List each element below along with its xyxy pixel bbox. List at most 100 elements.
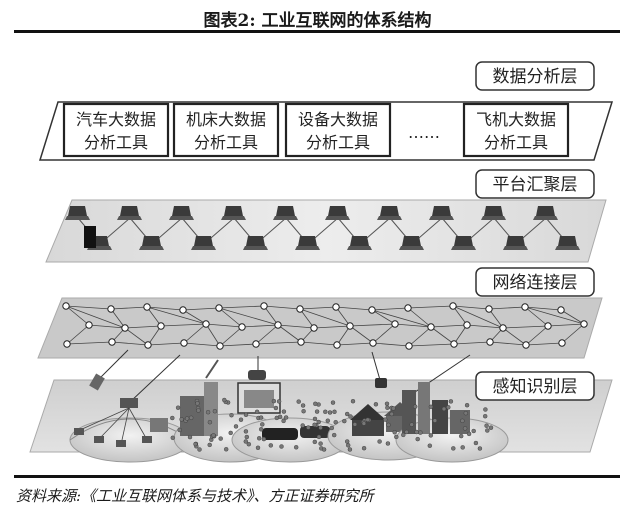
laptop-icon [399, 236, 424, 250]
svg-text:网络连接层: 网络连接层 [493, 273, 578, 293]
network-link [219, 343, 257, 347]
network-link [408, 326, 432, 347]
sensor-dot [312, 422, 317, 427]
sensor-dot [462, 426, 468, 431]
laptop-icon [325, 206, 350, 220]
network-node [260, 302, 268, 310]
sensor-dot [170, 415, 175, 421]
network-link [349, 323, 396, 327]
sensor-dot [313, 401, 318, 406]
network-node [238, 323, 246, 331]
network-node [62, 302, 70, 310]
sensor-dot [258, 415, 264, 420]
network-link [452, 305, 490, 310]
network-link [371, 307, 409, 311]
network-link [335, 306, 373, 311]
network-node [485, 305, 493, 313]
sensor-dot [473, 440, 479, 446]
network-node [580, 320, 588, 328]
network-node [544, 322, 552, 330]
sensor-dot [257, 436, 262, 441]
sensor-dot [222, 397, 227, 403]
tool-box-auto: 汽车大数据 分析工具 [62, 102, 170, 158]
network-link [110, 306, 148, 310]
network-link [183, 342, 221, 347]
network-link [430, 326, 455, 345]
sensor-dot [385, 441, 391, 446]
sensor-dot [346, 443, 351, 448]
sensor-dot [464, 403, 470, 408]
svg-text:汽车大数据: 汽车大数据 [76, 110, 156, 129]
network-node [558, 339, 566, 347]
sensor-dot [306, 425, 311, 430]
network-link [489, 341, 527, 346]
figure-title: 图表2: 工业互联网的体系结构 [203, 11, 432, 31]
network-link [182, 309, 207, 325]
network-node [486, 338, 494, 346]
network-link [560, 309, 585, 325]
network-link [525, 342, 563, 346]
sensor-dot [276, 399, 282, 404]
sensor-dot [312, 416, 318, 422]
network-link [407, 305, 454, 309]
network-node [391, 320, 399, 328]
network-link [502, 327, 527, 346]
sensor-dot [448, 399, 454, 404]
sensor-dot [361, 446, 367, 451]
sensor-dot [483, 407, 488, 412]
sensor-dot [361, 421, 367, 426]
sensor-dot [175, 405, 181, 410]
network-link [146, 306, 207, 325]
sensor-dot [373, 402, 379, 407]
network-link [183, 323, 207, 344]
sensor-dot [413, 404, 418, 409]
sensor-dot [441, 406, 447, 412]
network-link [66, 341, 113, 345]
sensor-dot [459, 433, 464, 439]
layer-label-platform: 平台汇聚层 [475, 169, 595, 199]
sensor-dot [246, 442, 252, 447]
network-link [255, 324, 279, 345]
tool-box-equipment: 设备大数据 分析工具 [284, 102, 392, 158]
network-link [335, 306, 351, 327]
svg-text:分析工具: 分析工具 [84, 133, 148, 152]
laptop-icon [273, 206, 298, 220]
network-link [452, 305, 504, 329]
sensor-dot [294, 445, 299, 450]
bottom-rule [14, 475, 620, 478]
network-node [310, 324, 318, 332]
laptop-icon [533, 206, 558, 220]
sensor-dot [345, 439, 350, 444]
network-link [524, 306, 562, 311]
network-node [296, 305, 304, 313]
sensing-devices [170, 397, 494, 452]
network-node [450, 340, 458, 348]
network-link [313, 325, 351, 329]
sensor-dot [385, 405, 390, 410]
sensor-dot [428, 433, 433, 438]
network-link [205, 323, 221, 347]
sensor-dot [383, 417, 388, 422]
sensor-dot [329, 425, 334, 431]
network-link [394, 323, 432, 328]
network-node [252, 340, 260, 348]
network-node [521, 303, 529, 311]
network-node [522, 341, 530, 349]
source-note: 资料来源:《工业互联网体系与技术》、方正证券研究所 [16, 487, 374, 505]
network-node [332, 303, 340, 311]
network-link [124, 327, 149, 346]
network-link [111, 341, 149, 346]
svg-text:数据分析层: 数据分析层 [493, 67, 578, 87]
network-node [274, 321, 282, 329]
laptop-icon [169, 206, 194, 220]
svg-text:机床大数据: 机床大数据 [186, 110, 266, 129]
network-node [202, 320, 210, 328]
laptop-icon [139, 236, 164, 250]
sensor-dot [460, 445, 465, 450]
svg-text:平台汇聚层: 平台汇聚层 [493, 175, 578, 195]
network-link [277, 324, 315, 329]
sensor-dot [327, 410, 333, 415]
network-node [297, 338, 305, 346]
sensor-dot [316, 434, 322, 440]
tool-box-machine-tool: 机床大数据 分析工具 [172, 102, 280, 158]
